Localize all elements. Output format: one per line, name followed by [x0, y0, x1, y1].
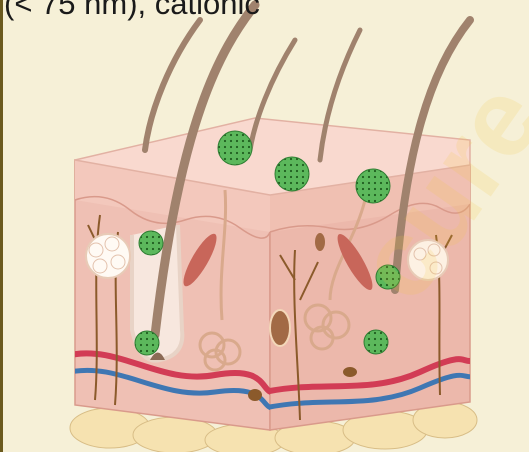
pacinian-corpuscle — [248, 389, 262, 401]
caption-text: (< 75 nm), cationic — [4, 0, 260, 22]
pacinian-corpuscle — [270, 310, 290, 346]
sebaceous-gland-left — [86, 234, 130, 278]
nanoparticle-icon — [364, 330, 388, 354]
nanoparticle-icon — [356, 169, 390, 203]
pacinian-corpuscle — [343, 367, 357, 377]
sebaceous-gland-right — [408, 240, 448, 280]
nanoparticle-icon — [376, 265, 400, 289]
pacinian-corpuscle — [315, 233, 325, 251]
nanoparticle-icon — [135, 331, 159, 355]
nanoparticle-icon — [218, 131, 252, 165]
nanoparticle-icon — [139, 231, 163, 255]
nanoparticle-icon — [275, 157, 309, 191]
